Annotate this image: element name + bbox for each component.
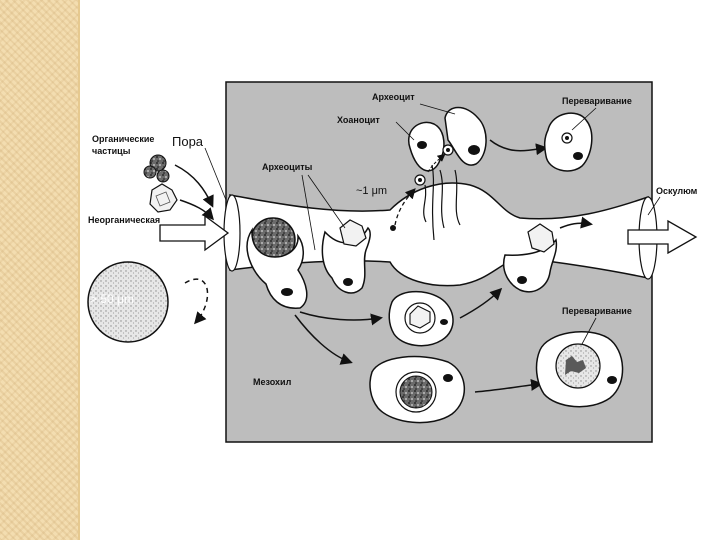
transfer-arrow	[427, 153, 446, 173]
osculum-label: Оскулюм	[656, 186, 698, 196]
archaeocyte-with-particle	[321, 219, 371, 294]
to-osculum-arrow	[559, 216, 593, 229]
pore-label: Пора	[172, 134, 204, 149]
organic-to-pore-arrow	[174, 164, 214, 208]
to-digestion-bottom-arrow	[474, 378, 543, 393]
to-lower-cell-arrow	[294, 314, 353, 365]
middle-vacuole-cell	[388, 290, 454, 347]
choanocyte-leader	[395, 121, 415, 141]
digestion-bottom-leader	[581, 317, 597, 345]
inorganic-particle	[149, 183, 178, 213]
middle-to-osculum-cell-arrow	[459, 287, 503, 319]
mesohyl-label: Мезохил	[253, 377, 292, 387]
lower-cell-large-particle	[369, 355, 466, 424]
archaeocytes-leader-1	[301, 174, 316, 251]
water-outflow-arrow	[627, 219, 698, 255]
large-particle	[87, 261, 169, 343]
side-strip-edge	[78, 0, 80, 540]
rejected-particle-arrow	[184, 278, 209, 325]
digesting-cell-top	[543, 112, 593, 172]
choanocyte-cells	[407, 106, 487, 241]
archaeocytes-leader-2	[307, 174, 346, 229]
large-particle-label: > 50 μm	[90, 292, 134, 306]
digestion-top-leader	[571, 107, 597, 131]
choanocyte-label: Хоаноцит	[337, 115, 380, 125]
archaeocyte-near-osculum	[503, 223, 558, 293]
water-inflow-arrow	[159, 214, 230, 252]
digestion-bottom-label: Переваривание	[562, 306, 632, 316]
small-particle-arrow	[394, 188, 416, 226]
pore-leader-line	[204, 147, 227, 201]
to-digestion-top-arrow	[489, 139, 548, 156]
osculum-leader	[647, 196, 661, 216]
digestion-top-label: Переваривание	[562, 96, 632, 106]
archaeocyte-leader	[419, 103, 456, 115]
small-particle	[390, 225, 396, 231]
inorganic-label: Неорганическая	[88, 215, 160, 225]
archaeocytes-label: Археоциты	[262, 162, 313, 172]
digesting-cell-bottom	[535, 331, 624, 408]
organic-particles	[143, 154, 170, 183]
decorative-side-strip	[0, 0, 80, 540]
organic-label-line1: Органические	[92, 134, 154, 144]
to-middle-cell-arrow	[299, 311, 383, 326]
inorganic-to-pore-arrow	[179, 199, 214, 221]
archaeocyte-label: Археоцит	[372, 92, 415, 102]
small-size-label: ~1 μm	[356, 185, 387, 197]
water-label: H2O	[130, 232, 152, 248]
organic-label-line2: частицы	[92, 146, 131, 156]
pore-cell-with-particle	[246, 217, 308, 309]
